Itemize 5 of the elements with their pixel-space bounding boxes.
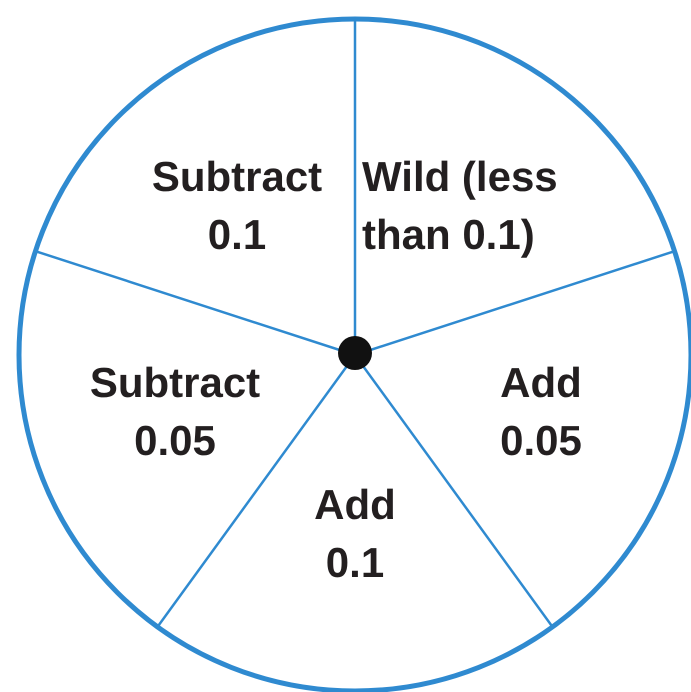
sector-label: Wild (less than 0.1) (362, 148, 597, 264)
sector-label: Add 0.05 (466, 354, 616, 470)
sector-label: Subtract 0.1 (132, 148, 342, 264)
sector-label: Subtract 0.05 (70, 354, 280, 470)
sector-label: Add 0.1 (290, 476, 420, 592)
